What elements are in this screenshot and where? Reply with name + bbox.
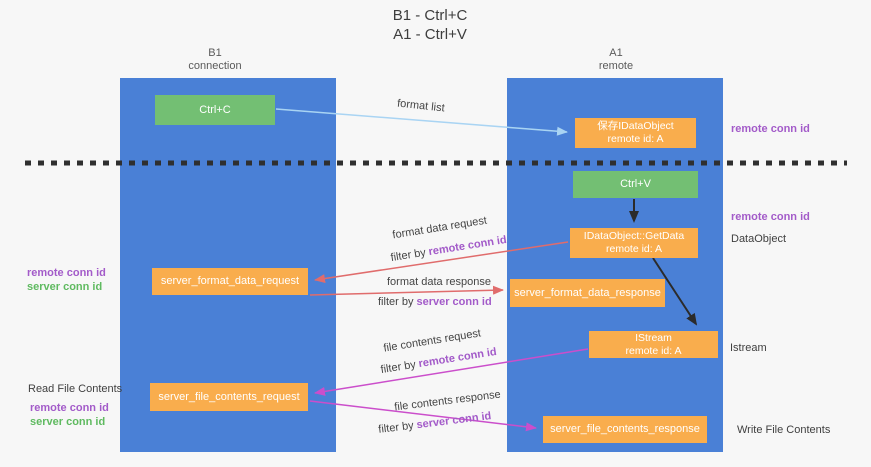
read-file-contents-label: Read File Contents [28, 383, 123, 395]
idataobject-getdata-node: IDataObject::GetData remote id: A [570, 228, 698, 258]
save-idataobject-node: 保存IDataObject remote id: A [575, 118, 696, 148]
filter-by-text: filter by [377, 419, 415, 436]
istream-line1: IStream [635, 331, 672, 344]
ctrl-c-node: Ctrl+C [155, 95, 275, 125]
remote-conn-id-left-label-2: remote conn id [30, 402, 109, 414]
save-idataobject-line1: 保存IDataObject [597, 120, 674, 132]
server-conn-id-left-label-1: server conn id [27, 281, 103, 293]
diagram-title: B1 - Ctrl+C A1 - Ctrl+V [330, 6, 530, 44]
format-list-label: format list [396, 97, 446, 115]
filter-by-text: filter by [389, 246, 427, 265]
remote-conn-id-right-label-1: remote conn id [731, 123, 810, 135]
filter-by-text: filter by [379, 358, 417, 377]
remote-conn-id-left-label-1: remote conn id [27, 267, 106, 279]
title-line-1: B1 - Ctrl+C [392, 7, 468, 24]
server-conn-id-text: server conn id [416, 296, 492, 308]
lane-header-a1: A1 remote [546, 47, 686, 73]
lane-a1-name: A1 [609, 47, 623, 59]
getdata-line2: remote id: A [605, 243, 663, 255]
write-file-contents-label: Write File Contents [737, 424, 831, 436]
server-format-data-request-label: server_format_data_request [160, 275, 300, 287]
server-conn-id-left-label-2: server conn id [30, 416, 106, 428]
remote-conn-id-text: remote conn id [417, 345, 498, 371]
dataobject-label: DataObject [731, 233, 787, 245]
lane-header-b1: B1 connection [145, 47, 285, 73]
istream-line2: remote id: A [625, 344, 682, 357]
server-file-contents-request-label: server_file_contents_request [158, 390, 300, 403]
server-format-data-response-node: server_format_data_response [510, 279, 665, 307]
server-conn-id-text: server conn id [415, 410, 492, 432]
ctrl-v-label: Ctrl+V [620, 178, 651, 190]
server-format-data-request-node: server_format_data_request [152, 268, 308, 295]
server-file-contents-request-node: server_file_contents_request [150, 383, 308, 411]
server-file-contents-response-label: server_file_contents_response [550, 423, 700, 435]
server-file-contents-response-node: server_file_contents_response [543, 416, 707, 443]
getdata-line1: IDataObject::GetData [583, 230, 685, 242]
istream-node: IStream remote id: A [589, 331, 718, 358]
format-data-response-arrow [309, 285, 504, 296]
remote-conn-id-right-label-2: remote conn id [731, 211, 810, 223]
lane-b1-name: B1 [208, 47, 222, 59]
ctrl-v-node: Ctrl+V [573, 171, 698, 198]
lane-a1-subtitle: remote [598, 60, 634, 72]
server-format-data-response-label: server_format_data_response [514, 286, 661, 299]
save-idataobject-line2: remote id: A [607, 133, 664, 145]
format-data-response-label: format data response [387, 276, 491, 288]
format-data-request-label: format data request [391, 214, 488, 242]
lane-b1-subtitle: connection [188, 60, 242, 72]
title-line-2: A1 - Ctrl+V [393, 26, 467, 43]
filter-by-text: filter by [378, 296, 414, 308]
istream-side-label: Istream [730, 342, 767, 354]
remote-conn-id-text: remote conn id [427, 233, 508, 259]
ctrl-c-label: Ctrl+C [199, 103, 231, 116]
